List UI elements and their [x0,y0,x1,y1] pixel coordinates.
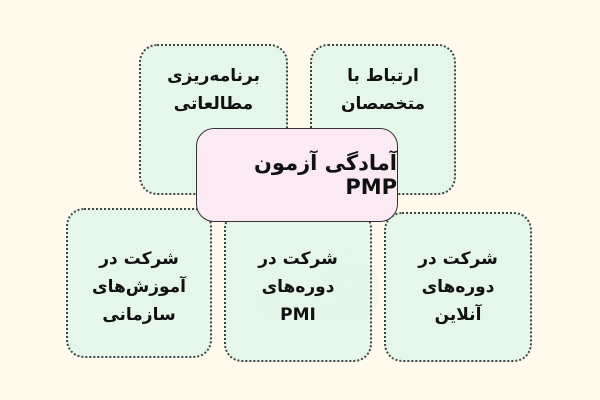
node-text: برنامه‌ریزی [167,66,260,86]
node-text: سازمانی [102,305,176,325]
node-pmi-courses: شرکت در دوره‌های PMI [224,210,372,362]
node-online-courses: شرکت در دوره‌های آنلاین [384,212,532,362]
node-text: دوره‌های [421,277,495,297]
node-text: مطالعاتی [173,94,254,114]
node-text: متخصصان [340,94,426,114]
node-text: دوره‌های [261,277,335,297]
node-text: شرکت در [99,249,179,269]
node-text: PMI [280,305,316,325]
node-text: ارتباط با [347,66,419,86]
center-title: آمادگی آزمون PMP [253,151,397,199]
center-node: آمادگی آزمون PMP [196,128,398,222]
node-text: آنلاین [434,305,482,325]
node-text: آموزش‌های [92,277,187,297]
node-text: شرکت در [258,249,338,269]
node-text: شرکت در [418,249,498,269]
node-org-training: شرکت در آموزش‌های سازمانی [66,208,212,358]
